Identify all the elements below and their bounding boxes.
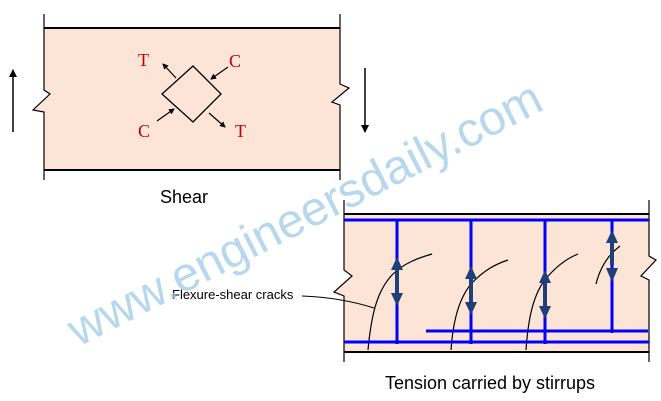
stirrup-beam-body (334, 214, 656, 352)
shear-beam-body (33, 28, 349, 170)
label-c-top-right: C (229, 51, 241, 71)
label-t-top-left: T (138, 50, 149, 70)
stirrup-beam-right-break (640, 214, 657, 352)
shear-beam-left-break (31, 28, 51, 170)
crack-label: Flexure-shear cracks (172, 287, 294, 302)
compression-arrow-bottom-left (156, 108, 175, 122)
shear-caption: Shear (160, 187, 208, 207)
tension-arrow-bottom-right (208, 112, 226, 128)
compression-arrow-top-right (210, 66, 229, 80)
tension-arrow-pair-1 (391, 257, 403, 306)
stirrup-caption: Tension carried by stirrups (385, 373, 595, 393)
crack-label-leader (301, 295, 375, 309)
stress-element: T C C T (138, 50, 246, 141)
tension-arrow-pair-4 (606, 230, 618, 282)
tension-arrow-top-left (162, 63, 177, 79)
crack-1 (367, 253, 433, 351)
stress-element-square (161, 65, 222, 123)
shear-beam-right-break (330, 28, 351, 170)
shear-beam (31, 14, 351, 180)
crack-4 (595, 245, 621, 285)
stirrup-beam-left-break (332, 214, 353, 352)
label-t-bottom-right: T (235, 121, 246, 141)
stirrup-tension-arrows (391, 230, 618, 319)
label-c-bottom-left: C (138, 121, 150, 141)
stirrup-beam (332, 200, 657, 362)
tension-arrow-pair-3 (539, 270, 551, 319)
tension-arrow-pair-2 (465, 266, 477, 315)
